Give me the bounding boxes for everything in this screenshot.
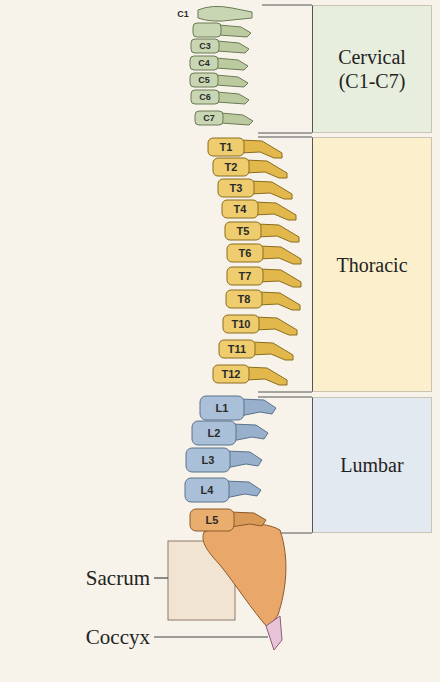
vertebra-label: T1 xyxy=(220,142,233,153)
vertebra xyxy=(227,244,301,264)
vertebra xyxy=(198,6,252,21)
region-label: Cervical (C1-C7) xyxy=(323,45,421,93)
vertebra xyxy=(191,39,249,53)
vertebra xyxy=(219,340,293,360)
leader-line xyxy=(154,577,168,578)
vertebra-label: C3 xyxy=(199,42,211,51)
vertebra-label: T7 xyxy=(239,270,252,282)
vertebra xyxy=(193,23,251,37)
region-band: Cervical (C1-C7) xyxy=(312,5,432,133)
vertebra-label: T10 xyxy=(232,319,251,330)
vertebra xyxy=(208,138,282,158)
vertebra xyxy=(186,448,262,472)
vertebra xyxy=(213,158,287,178)
vertebra-label: C1 xyxy=(177,10,189,19)
vertebra xyxy=(195,111,253,125)
vertebra xyxy=(185,478,261,502)
vertebra-label: T2 xyxy=(225,161,238,173)
bracket-tick xyxy=(258,396,312,397)
vertebra-label: L5 xyxy=(206,515,219,526)
vertebra xyxy=(226,290,300,310)
region-label: Thoracic xyxy=(336,253,407,277)
vertebra xyxy=(192,421,268,445)
vertebra-label: C5 xyxy=(198,76,210,85)
vertebra-label: C6 xyxy=(199,93,211,102)
vertebra-label: L4 xyxy=(201,485,214,496)
vertebra-label: T1 xyxy=(220,141,233,153)
vertebra xyxy=(200,396,276,420)
vertebra-label: T5 xyxy=(237,226,250,237)
bracket-tick xyxy=(258,391,312,392)
bracket-tick xyxy=(258,132,312,133)
vertebra-label: T8 xyxy=(238,294,251,305)
vertebra-label: L3 xyxy=(202,455,215,466)
vertebra-label: T2 xyxy=(225,162,238,173)
vertebra xyxy=(190,56,248,70)
part-label: Coccyx xyxy=(86,627,150,648)
vertebra-label: L5 xyxy=(206,514,219,526)
vertebra-label: T6 xyxy=(239,247,252,259)
vertebra-label: C3 xyxy=(199,41,211,51)
vertebra xyxy=(227,267,301,287)
vertebra xyxy=(223,315,297,335)
bracket-tick xyxy=(258,136,312,137)
vertebra-label: L4 xyxy=(201,484,214,496)
vertebra-label: T4 xyxy=(234,203,247,215)
vertebra-label: C4 xyxy=(198,59,210,68)
vertebra-label: C5 xyxy=(198,75,210,85)
vertebra xyxy=(218,179,292,199)
bracket-tick xyxy=(262,4,312,5)
vertebra-label: T12 xyxy=(222,368,241,380)
vertebra-label: T7 xyxy=(239,271,252,282)
region-label: Lumbar xyxy=(340,453,403,477)
vertebra-label: C1 xyxy=(177,9,189,19)
vertebra-label: T3 xyxy=(230,183,243,194)
vertebra-label: L1 xyxy=(216,403,229,414)
vertebra xyxy=(190,509,266,531)
part-label: Sacrum xyxy=(86,568,150,589)
vertebra-label: C4 xyxy=(198,58,210,68)
vertebra-label: T6 xyxy=(239,248,252,259)
vertebra-label: L2 xyxy=(208,427,221,439)
coccyx-bone xyxy=(266,616,282,650)
sacrum-bone xyxy=(203,523,286,628)
vertebra-label: T12 xyxy=(222,369,241,380)
vertebra-label: C7 xyxy=(203,114,215,123)
vertebra xyxy=(222,200,296,220)
vertebra-label: C7 xyxy=(203,113,215,123)
vertebra xyxy=(225,222,299,242)
vertebra xyxy=(213,365,287,385)
vertebra xyxy=(190,73,248,87)
vertebra-label: T11 xyxy=(228,344,246,355)
vertebra-label: T10 xyxy=(232,318,251,330)
vertebra-label: T3 xyxy=(230,182,243,194)
region-band: Thoracic xyxy=(312,137,432,392)
vertebra xyxy=(191,90,249,104)
part-label: Sacrum xyxy=(86,566,150,590)
leader-line xyxy=(154,636,268,637)
part-label: Coccyx xyxy=(86,625,150,649)
vertebra-label: C6 xyxy=(199,92,211,102)
vertebra-label: T5 xyxy=(237,225,250,237)
vertebra-label: T8 xyxy=(238,293,251,305)
vertebra-label: L2 xyxy=(208,428,221,439)
vertebra-label: L1 xyxy=(216,402,229,414)
vertebra-label: L3 xyxy=(202,454,215,466)
vertebra-label: T4 xyxy=(234,204,247,215)
vertebra-label: T11 xyxy=(228,343,246,355)
region-band: Lumbar xyxy=(312,397,432,533)
